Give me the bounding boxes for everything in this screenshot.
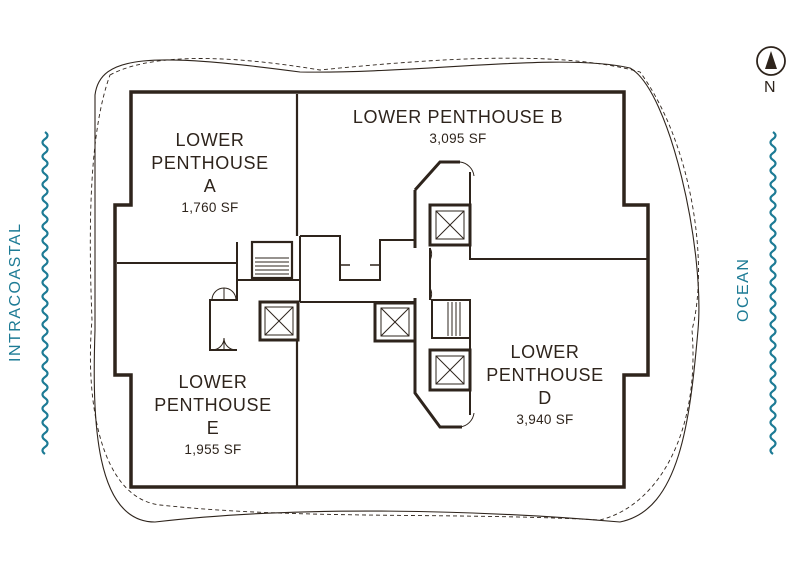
unit-a-name-2: PENTHOUSE [151,153,269,173]
unit-d-name-1: LOWER [510,342,580,362]
unit-d-name-2: PENTHOUSE [486,365,604,385]
unit-e-name-1: LOWER [178,372,248,392]
unit-d-name-3: D [538,388,552,408]
stair-west [250,240,294,280]
elevator-3 [258,300,300,342]
unit-e-area: 1,955 SF [184,442,242,457]
unit-b-label: LOWER PENTHOUSE B 3,095 SF [330,106,586,146]
unit-a-name-3: A [203,176,217,196]
elevator-2 [428,348,472,392]
elevator-4 [373,301,417,343]
north-label: N [764,79,776,96]
unit-a-area: 1,760 SF [181,200,239,215]
unit-a-name-1: LOWER [175,130,245,150]
exterior-wall [113,90,650,489]
terrace-outline [93,59,700,523]
unit-b-area: 3,095 SF [429,131,487,146]
unit-d-label: LOWER PENTHOUSE D 3,940 SF [482,341,608,427]
ocean-label: OCEAN [735,257,752,322]
north-arrow-icon [756,46,786,76]
water-wave-west-icon [41,131,49,455]
intracoastal-label: INTRACOASTAL [7,222,24,363]
unit-e-name-2: PENTHOUSE [154,395,272,415]
unit-e-name-3: E [206,418,220,438]
unit-a-label: LOWER PENTHOUSE A 1,760 SF [150,129,270,215]
water-wave-east-icon [769,131,777,455]
elevator-1 [428,203,472,247]
slab-outline-dashed [89,57,699,521]
unit-d-area: 3,940 SF [516,412,574,427]
unit-b-name: LOWER PENTHOUSE B [352,107,564,127]
unit-e-label: LOWER PENTHOUSE E 1,955 SF [150,371,276,457]
stair-east [431,299,471,339]
